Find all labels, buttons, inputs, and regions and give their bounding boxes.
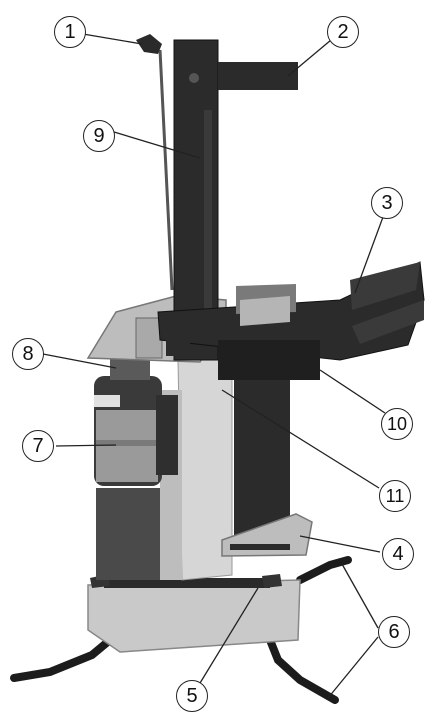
callout-1: 1 [54,16,86,48]
legs [10,556,352,704]
callout-11: 11 [379,480,411,512]
switch-box [110,358,150,380]
base-tray [87,579,301,653]
rod-top-knob [136,34,162,54]
table-block [135,317,163,359]
top-plate [218,62,298,90]
callout-4: 4 [382,538,414,570]
leader-lines [42,33,386,699]
hydraulic-block [218,340,320,380]
callout-2: 2 [327,16,359,48]
callout-9: 9 [83,120,115,152]
callout-10: 10 [381,408,413,440]
guide-rod [158,49,174,291]
callout-3: 3 [371,187,403,219]
callout-7: 7 [22,430,54,462]
callout-5: 5 [176,680,208,712]
callout-8: 8 [12,338,44,370]
callout-6: 6 [378,616,410,648]
wheel-axle [104,578,270,588]
motor [92,376,178,486]
splitting-wedge [157,261,425,361]
right-handle [262,574,282,588]
